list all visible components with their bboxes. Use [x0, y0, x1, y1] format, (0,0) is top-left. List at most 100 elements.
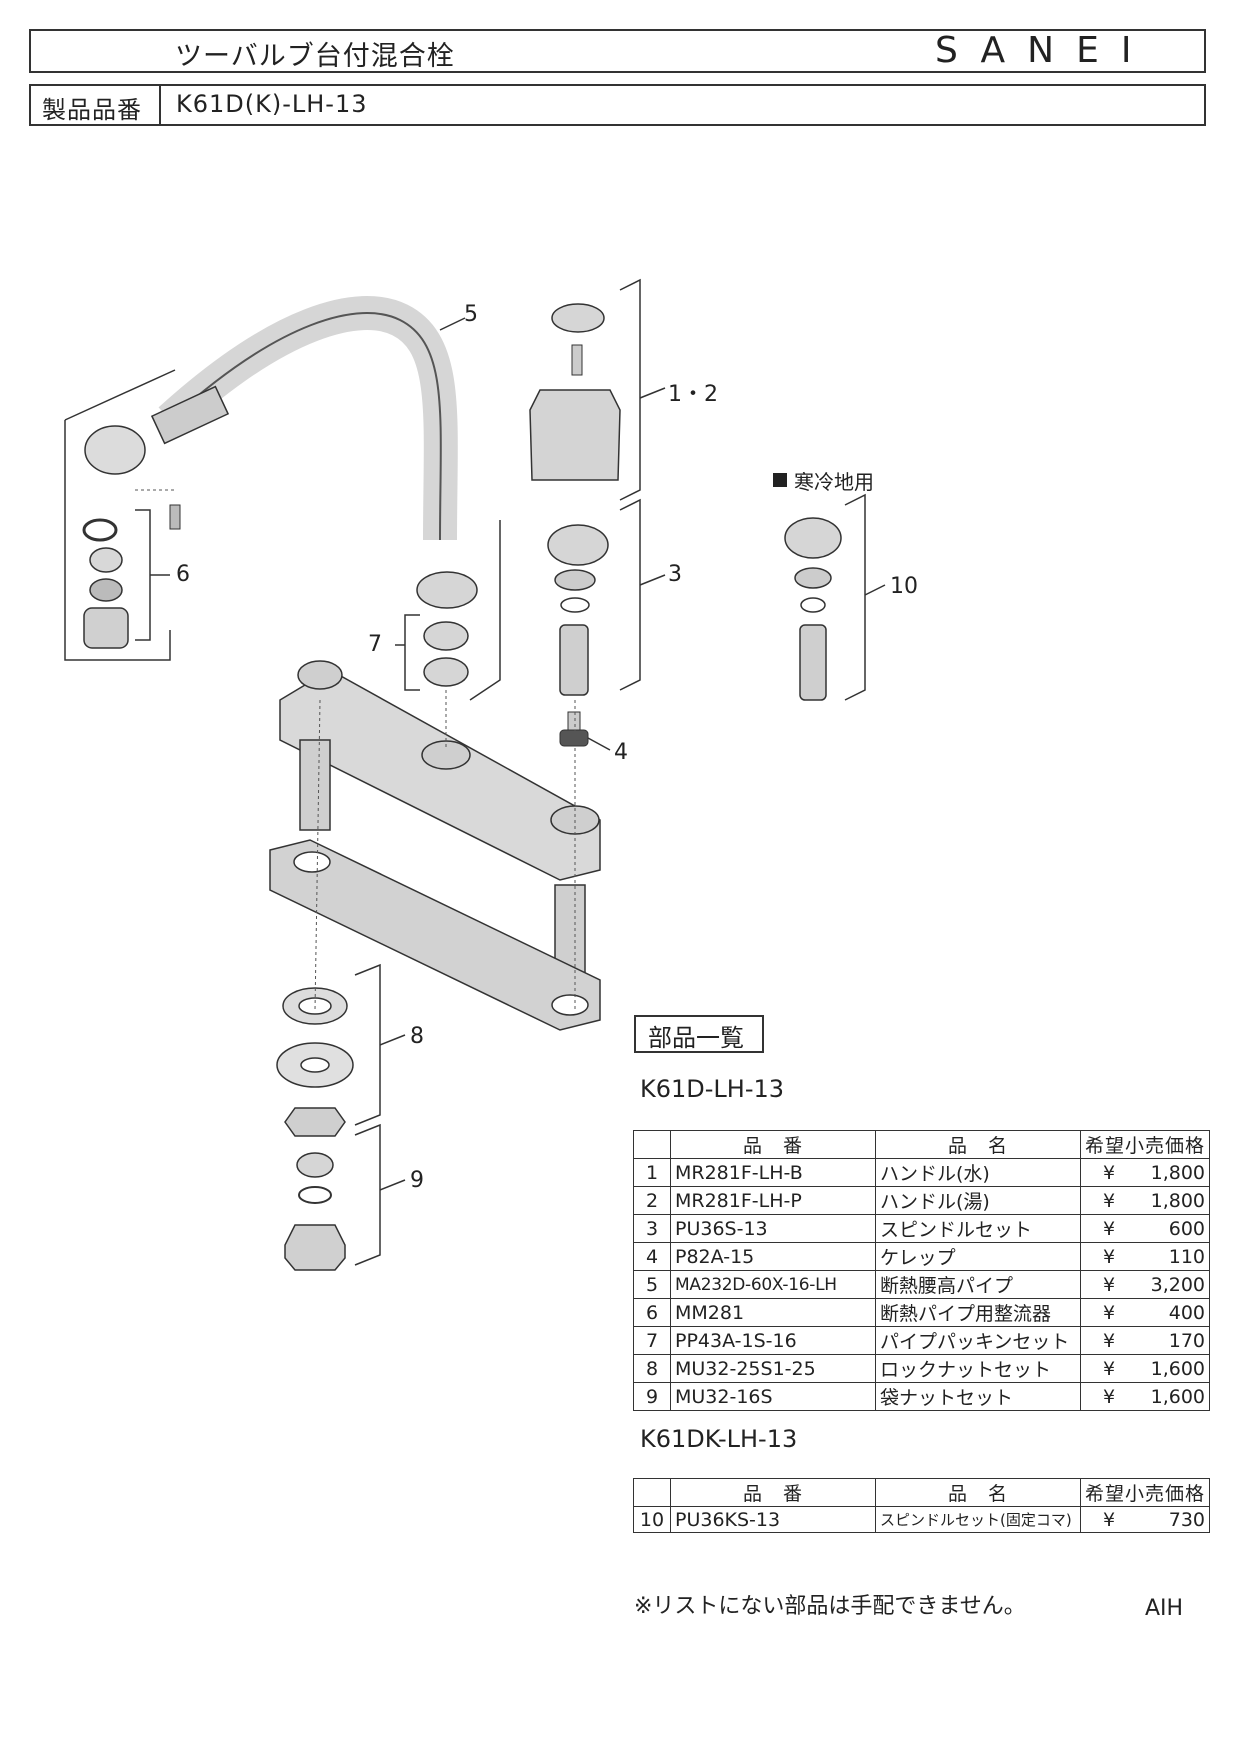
table-row: 1 MR281F-LH-B ハンドル(水) ¥1,800 — [633, 1158, 1211, 1187]
part-name: ケレップ — [875, 1242, 1081, 1271]
part-code: MM281 — [670, 1298, 876, 1327]
table-row: 3 PU36S-13 スピンドルセット ¥600 — [633, 1214, 1211, 1243]
row-number: 8 — [633, 1354, 671, 1383]
part-code: PU36S-13 — [670, 1214, 876, 1243]
column-header: 希望小売価格 — [1079, 1478, 1211, 1507]
yen-sign: ¥ — [1103, 1273, 1116, 1296]
footer-code: AIH — [1145, 1596, 1184, 1621]
part-price: ¥400 — [1079, 1298, 1211, 1327]
yen-sign: ¥ — [1103, 1245, 1116, 1268]
part-code: MU32-25S1-25 — [670, 1354, 876, 1383]
title-bar — [29, 29, 1206, 73]
row-number: 5 — [633, 1270, 671, 1299]
row-number: 2 — [633, 1186, 671, 1215]
callout-4: 4 — [614, 740, 628, 765]
part-name: スピンドルセット — [875, 1214, 1081, 1243]
row-number: 3 — [633, 1214, 671, 1243]
yen-sign: ¥ — [1103, 1385, 1116, 1408]
yen-sign: ¥ — [1103, 1508, 1116, 1531]
part-price: ¥600 — [1079, 1214, 1211, 1243]
page-title: ツーバルブ台付混合栓 — [175, 41, 455, 72]
yen-sign: ¥ — [1103, 1217, 1116, 1240]
price-value: 1,600 — [1150, 1385, 1206, 1408]
part-name: パイプパッキンセット — [875, 1326, 1081, 1355]
parts-list-title: 部品一覧 — [648, 1024, 744, 1052]
part-name: ロックナットセット — [875, 1354, 1081, 1383]
callout-5: 5 — [464, 302, 478, 327]
price-value: 730 — [1168, 1508, 1206, 1531]
callout-8: 8 — [410, 1024, 424, 1049]
part-price: ¥1,800 — [1079, 1158, 1211, 1187]
product-label-divider — [159, 84, 161, 126]
table-row: 9 MU32-16S 袋ナットセット ¥1,600 — [633, 1382, 1211, 1411]
part-code: MU32-16S — [670, 1382, 876, 1411]
table-row: 8 MU32-25S1-25 ロックナットセット ¥1,600 — [633, 1354, 1211, 1383]
part-code: MA232D-60X-16-LH — [670, 1270, 876, 1299]
row-number: 7 — [633, 1326, 671, 1355]
callout-6: 6 — [176, 562, 190, 587]
table-header-row: 品 番 品 名 希望小売価格 — [633, 1478, 1211, 1507]
table-row: 6 MM281 断熱パイプ用整流器 ¥400 — [633, 1298, 1211, 1327]
part-code: PU36KS-13 — [670, 1506, 876, 1533]
part-price: ¥170 — [1079, 1326, 1211, 1355]
part-name: 断熱パイプ用整流器 — [875, 1298, 1081, 1327]
part-name: スピンドルセット(固定コマ) — [875, 1506, 1081, 1533]
yen-sign: ¥ — [1103, 1301, 1116, 1324]
row-number: 4 — [633, 1242, 671, 1271]
column-header: 品 番 — [670, 1478, 876, 1507]
part-price: ¥1,600 — [1079, 1382, 1211, 1411]
table-row: 5 MA232D-60X-16-LH 断熱腰高パイプ ¥3,200 — [633, 1270, 1211, 1299]
price-value: 110 — [1168, 1245, 1206, 1268]
price-value: 600 — [1168, 1217, 1206, 1240]
row-number: 9 — [633, 1382, 671, 1411]
yen-sign: ¥ — [1103, 1329, 1116, 1352]
part-price: ¥1,600 — [1079, 1354, 1211, 1383]
callout-3: 3 — [668, 562, 682, 587]
cold-region-label: 寒冷地用 — [794, 470, 874, 494]
callout-1-2: 1・2 — [668, 382, 718, 407]
brand-logo: SANEI — [935, 30, 1154, 71]
yen-sign: ¥ — [1103, 1357, 1116, 1380]
part-name: 断熱腰高パイプ — [875, 1270, 1081, 1299]
yen-sign: ¥ — [1103, 1161, 1116, 1184]
callout-7: 7 — [368, 632, 382, 657]
price-value: 400 — [1168, 1301, 1206, 1324]
callout-9: 9 — [410, 1168, 424, 1193]
parts-table-2: 品 番 品 名 希望小売価格 10 PU36KS-13 スピンドルセット(固定コ… — [633, 1478, 1211, 1533]
part-name: 袋ナットセット — [875, 1382, 1081, 1411]
price-value: 1,800 — [1150, 1161, 1206, 1184]
table2-title: K61DK-LH-13 — [640, 1425, 798, 1453]
part-code: MR281F-LH-P — [670, 1186, 876, 1215]
price-value: 170 — [1168, 1329, 1206, 1352]
part-price: ¥730 — [1079, 1506, 1211, 1533]
row-number: 6 — [633, 1298, 671, 1327]
column-header: 品 名 — [875, 1130, 1081, 1159]
column-header: 品 番 — [670, 1130, 876, 1159]
part-code: MR281F-LH-B — [670, 1158, 876, 1187]
price-value: 1,600 — [1150, 1357, 1206, 1380]
part-name: ハンドル(水) — [875, 1158, 1081, 1187]
callout-10: 10 — [890, 574, 918, 599]
row-number: 10 — [633, 1506, 671, 1533]
table1-title: K61D-LH-13 — [640, 1075, 785, 1103]
part-code: P82A-15 — [670, 1242, 876, 1271]
row-number: 1 — [633, 1158, 671, 1187]
product-number: K61D(K)-LH-13 — [176, 90, 368, 118]
table-row: 7 PP43A-1S-16 パイプパッキンセット ¥170 — [633, 1326, 1211, 1355]
column-header — [633, 1130, 671, 1159]
column-header: 希望小売価格 — [1079, 1130, 1211, 1159]
product-number-bar — [29, 84, 1206, 126]
cold-region-square-icon — [773, 473, 787, 487]
price-value: 3,200 — [1150, 1273, 1206, 1296]
table-row: 2 MR281F-LH-P ハンドル(湯) ¥1,800 — [633, 1186, 1211, 1215]
part-name: ハンドル(湯) — [875, 1186, 1081, 1215]
table-row: 10 PU36KS-13 スピンドルセット(固定コマ) ¥730 — [633, 1506, 1211, 1533]
product-label: 製品品番 — [42, 96, 142, 124]
column-header — [633, 1478, 671, 1507]
part-price: ¥3,200 — [1079, 1270, 1211, 1299]
parts-list-title-box — [634, 1015, 764, 1053]
column-header: 品 名 — [875, 1478, 1081, 1507]
table-row: 4 P82A-15 ケレップ ¥110 — [633, 1242, 1211, 1271]
yen-sign: ¥ — [1103, 1189, 1116, 1212]
